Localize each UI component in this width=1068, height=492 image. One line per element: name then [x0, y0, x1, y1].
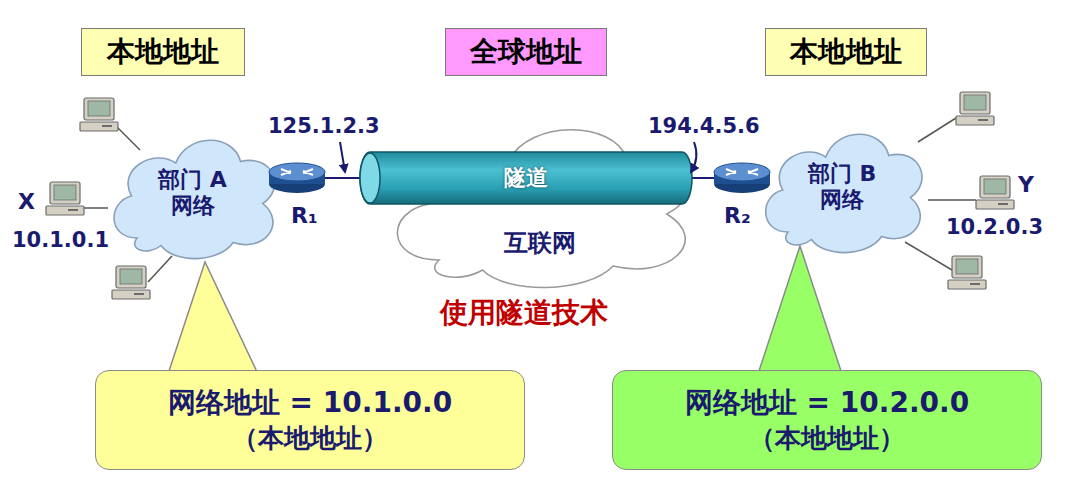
computer-icon	[948, 256, 986, 289]
node-content: 网络地址 = 10.1.0.0（本地地址）	[96, 371, 524, 469]
host-name: Y	[1016, 172, 1036, 197]
ip-address: 194.4.5.6	[646, 114, 762, 138]
cloud-shape	[766, 134, 922, 252]
ip-address: 10.1.0.1	[10, 228, 111, 252]
node-label: 部门 B 网络	[806, 161, 879, 214]
address-tag: 本地地址	[81, 28, 245, 76]
ip-address: 125.1.2.3	[266, 114, 382, 138]
link-line	[322, 177, 364, 179]
computer-icon	[112, 266, 150, 299]
node-label: 全球地址	[470, 35, 582, 69]
link-line	[690, 177, 716, 179]
node-content: 部门 B 网络	[752, 112, 932, 262]
node-content: 部门 A 网络	[100, 118, 285, 268]
node-label: 互联网	[504, 229, 576, 258]
computer-icon	[976, 176, 1014, 209]
network-address: 网络地址 = 10.2.0.0	[685, 386, 969, 420]
computer-icon	[46, 182, 84, 215]
address-note: （本地地址）	[749, 423, 905, 454]
node-content: 隧道	[360, 152, 692, 204]
router-name: R₂	[722, 203, 753, 228]
ip-address: 10.2.0.3	[944, 215, 1045, 239]
cloud-shape	[114, 140, 275, 258]
network-cloud: 部门 A 网络	[100, 118, 285, 268]
router-icon	[714, 163, 770, 193]
node-content: 全球地址	[446, 29, 606, 75]
tunnel-pipe: 隧道	[360, 152, 692, 204]
node-content: 本地地址	[766, 29, 926, 75]
computer-icon	[80, 98, 118, 131]
callout-pointer	[168, 262, 258, 374]
host-name: X	[16, 189, 37, 214]
tunnel-body	[360, 152, 692, 204]
router-name: R₁	[289, 203, 320, 228]
callout-pointer	[758, 246, 842, 374]
pointer-arrow	[340, 142, 345, 172]
caption-note: 使用隧道技术	[438, 297, 610, 329]
node-content: 本地地址	[82, 29, 244, 75]
network-address: 网络地址 = 10.1.0.0	[168, 386, 452, 420]
router-icon	[269, 163, 325, 193]
address-note: （本地地址）	[232, 423, 388, 454]
node-label: 本地地址	[107, 35, 219, 69]
computer-icon	[956, 92, 994, 125]
node-label: 隧道	[504, 165, 548, 191]
network-cloud: 部门 B 网络	[752, 112, 932, 262]
address-tag: 全球地址	[445, 28, 607, 76]
tunnel-end	[360, 153, 380, 203]
address-tag: 本地地址	[765, 28, 927, 76]
node-content: 网络地址 = 10.2.0.0（本地地址）	[613, 371, 1041, 469]
node-label: 本地地址	[790, 35, 902, 69]
node-label: 部门 A 网络	[156, 167, 229, 220]
callout-box: 网络地址 = 10.2.0.0（本地地址）	[612, 370, 1042, 470]
callout-box: 网络地址 = 10.1.0.0（本地地址）	[95, 370, 525, 470]
pointer-arrow	[691, 142, 696, 172]
